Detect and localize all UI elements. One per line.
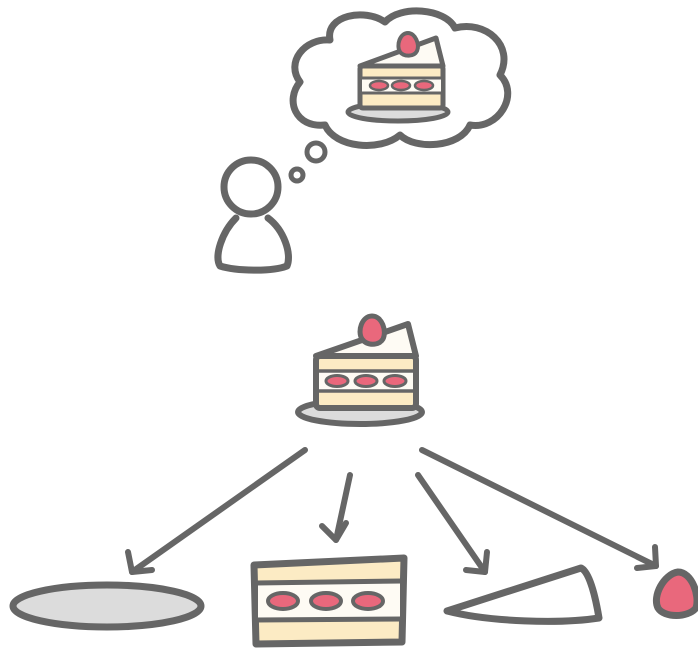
thought-trail-small-circle (291, 169, 303, 181)
cake-layers-icon (254, 558, 404, 644)
strawberry-icon (656, 572, 697, 616)
main-strawberry-slice-icon (355, 376, 377, 387)
person-icon (218, 160, 288, 270)
thought-strawberry-slice-icon (370, 81, 388, 90)
arrow-to-cream-top (418, 475, 487, 572)
main-strawberry-icon (360, 316, 384, 344)
cake-layer-strawberry-slice-icon (311, 593, 341, 609)
thought-trail-large-circle (307, 143, 325, 161)
arrow-to-cake-body (322, 475, 350, 540)
thought-strawberry-slice-icon (392, 81, 410, 90)
main-strawberry-slice-icon (326, 376, 348, 387)
thought-strawberry-icon (398, 33, 417, 56)
cake-layer-strawberry-slice-icon (268, 593, 298, 609)
arrow-to-strawberry (422, 450, 656, 568)
main-strawberry-slice-icon (384, 376, 406, 387)
thought-strawberry-slice-icon (415, 81, 433, 90)
person-head (224, 160, 278, 214)
arrow-to-plate (128, 450, 305, 572)
cream-top-icon (447, 568, 599, 621)
main-cake-icon (298, 316, 422, 424)
cake-layer-strawberry-slice-icon (353, 593, 383, 609)
person-body (218, 218, 288, 270)
plate-icon (13, 585, 201, 627)
